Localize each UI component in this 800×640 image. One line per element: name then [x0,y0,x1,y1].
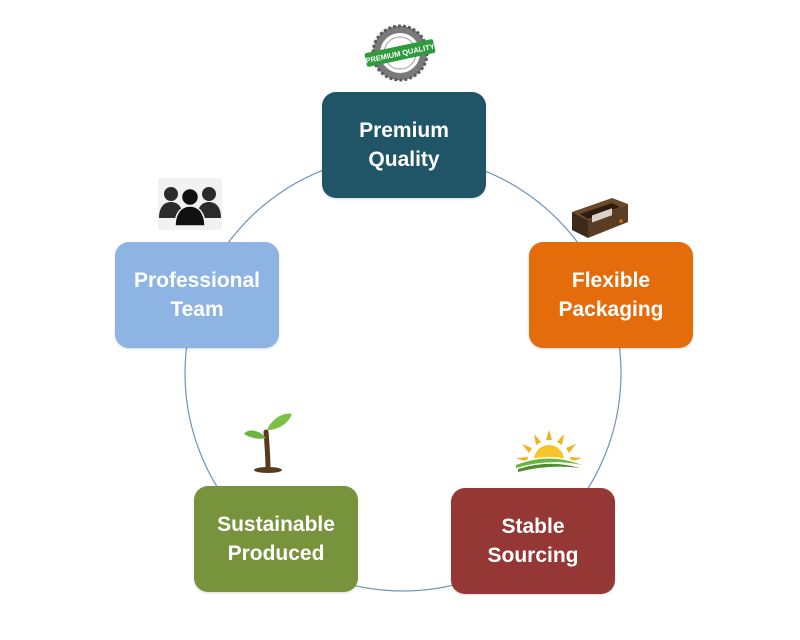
node-sustainable-produced-line1: Sustainable [217,513,335,536]
node-stable-sourcing: Stable Sourcing [451,488,615,594]
node-premium-quality-line2: Quality [368,148,440,171]
team-people-icon [158,178,222,230]
sprout-icon [244,413,292,473]
node-flexible-packaging-line1: Flexible [571,269,651,292]
node-flexible-packaging: Flexible Packaging [529,242,693,348]
node-professional-team-line1: Professional [133,269,261,292]
node-premium-quality-line1: Premium [359,119,449,142]
rising-sun-icon [514,430,584,472]
node-sustainable-produced: Sustainable Produced [194,486,358,592]
node-professional-team-line2: Team [170,298,224,321]
node-premium-quality: Premium Quality [322,92,486,198]
node-stable-sourcing-line2: Sourcing [487,544,579,567]
node-sustainable-produced-line2: Produced [227,542,325,565]
premium-quality-badge-icon: PREMIUM QUALITY [364,24,435,82]
node-stable-sourcing-line1: Stable [501,515,565,538]
node-professional-team: Professional Team [115,242,279,348]
node-flexible-packaging-line2: Packaging [558,298,664,321]
packaging-tray-icon [572,198,628,238]
